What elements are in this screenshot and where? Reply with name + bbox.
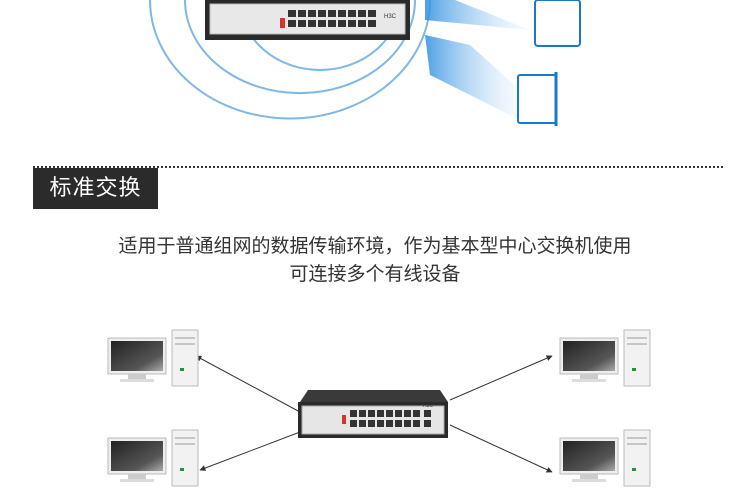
signal-beam-bottom <box>425 35 520 120</box>
section-divider <box>33 166 723 168</box>
laptop-icon <box>517 74 557 124</box>
pc-top-left <box>107 329 199 387</box>
switch-device: H3C <box>205 0 410 40</box>
link-bottom-left <box>199 431 301 471</box>
wifi-switch-illustration: H3C <box>149 0 581 126</box>
network-topology: H3C <box>0 300 750 500</box>
center-switch: H3C <box>298 390 448 438</box>
section-tag: 标准交换 <box>33 168 158 209</box>
hero-illustration: H3C <box>0 0 750 140</box>
signal-beam-top <box>425 0 530 30</box>
description: 适用于普通组网的数据传输环境，作为基本型中心交换机使用 可连接多个有线设备 <box>0 232 750 288</box>
tablet-icon <box>534 0 581 47</box>
wifi-arc-1 <box>149 0 431 120</box>
wifi-arc-2 <box>184 0 416 95</box>
link-bottom-right <box>449 424 553 473</box>
topology-diagram: H3C <box>107 329 651 487</box>
link-top-right <box>449 355 553 401</box>
svg-text:H3C: H3C <box>423 403 433 409</box>
description-line-1: 适用于普通组网的数据传输环境，作为基本型中心交换机使用 <box>118 235 632 257</box>
switch-brand-label: H3C <box>384 14 397 20</box>
pc-bottom-left <box>107 429 199 487</box>
pc-bottom-right <box>559 429 651 487</box>
link-top-left <box>195 355 301 413</box>
description-line-2: 可连接多个有线设备 <box>289 263 461 285</box>
pc-top-right <box>559 329 651 387</box>
